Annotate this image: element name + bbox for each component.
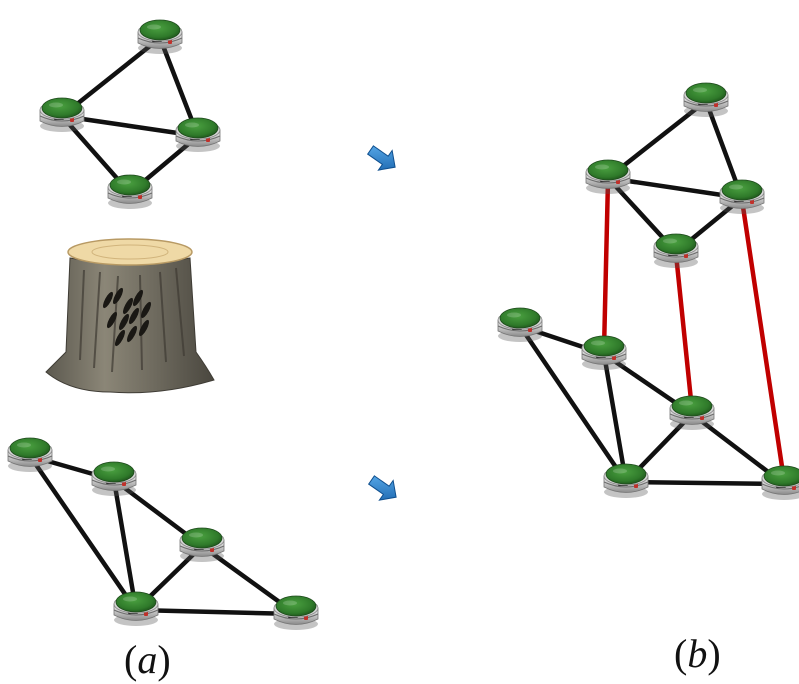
robots-layer: [7, 19, 799, 630]
robot-a-top-1: [39, 97, 85, 132]
link-a-top-2: [59, 113, 201, 139]
robot-a-top-3: [107, 174, 153, 209]
robot-b-top-1: [585, 159, 631, 194]
robot-a-top-0: [137, 19, 183, 54]
robot-b-bottom-3: [603, 463, 649, 498]
caption-b-close: ): [707, 631, 721, 676]
robot-b-bottom-4: [761, 465, 799, 500]
robot-b-bottom-1: [581, 335, 627, 370]
inter-link-1: [673, 251, 695, 413]
robot-a-bottom-1: [91, 461, 137, 496]
robot-a-bottom-2: [179, 527, 225, 562]
tree-stump-icon: [45, 238, 215, 394]
robot-b-top-0: [683, 82, 729, 117]
inter-link-2: [739, 197, 787, 483]
robot-a-bottom-0: [7, 437, 53, 472]
link-a-bottom-3: [111, 477, 139, 613]
robot-a-bottom-3: [113, 591, 159, 626]
link-b-bottom-1: [517, 323, 629, 485]
link-b-bottom-6: [623, 479, 787, 487]
link-b-bottom-3: [601, 351, 629, 485]
arrow-icon: [366, 145, 396, 171]
arrows-layer: [366, 145, 397, 501]
robot-b-top-3: [653, 233, 699, 268]
robot-a-top-2: [175, 117, 221, 152]
link-a-bottom-1: [27, 453, 139, 613]
caption-b-letter: b: [687, 631, 708, 676]
robot-b-bottom-0: [497, 307, 543, 342]
robot-b-top-2: [719, 179, 765, 214]
caption-b: (b): [674, 634, 721, 674]
robot-a-bottom-4: [273, 595, 319, 630]
robot-b-bottom-2: [669, 395, 715, 430]
stump-layer: [45, 238, 215, 394]
caption-b-open: (: [674, 631, 688, 676]
inter-link-0: [601, 177, 611, 353]
caption-a: (a): [124, 640, 171, 680]
arrow-icon: [367, 475, 397, 501]
caption-a-open: (: [124, 637, 138, 682]
link-a-bottom-6: [133, 607, 299, 617]
caption-a-close: ): [157, 637, 171, 682]
caption-a-letter: a: [137, 637, 158, 682]
